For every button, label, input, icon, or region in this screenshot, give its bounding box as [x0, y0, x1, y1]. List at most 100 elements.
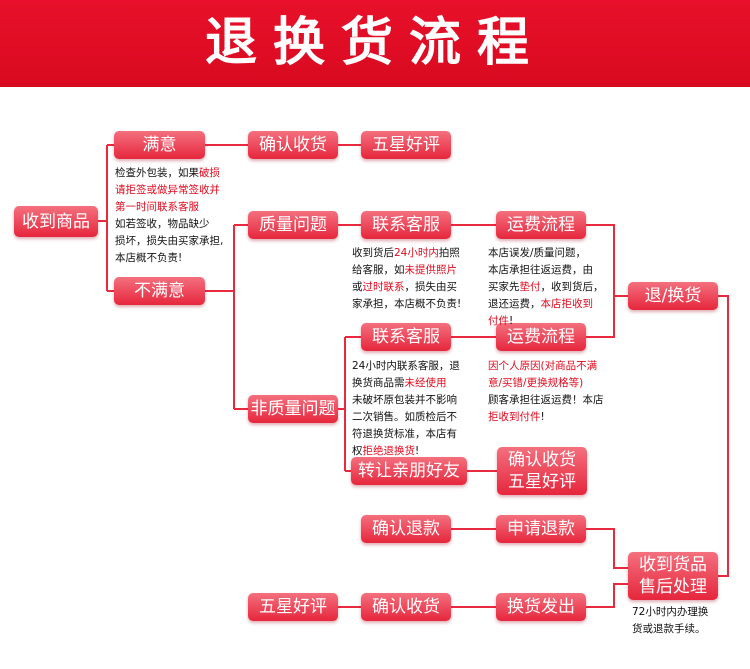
note-nonquality-shipping: 因个人原因(对商品不满意/买错/更换规格等)顾客承担往返运费！本店拒收到付件!	[488, 358, 613, 426]
note-text: !	[509, 315, 514, 327]
node-satisfied: 满意	[114, 131, 205, 159]
note-line: 因个人原因(对商品不满	[488, 358, 613, 375]
note-highlight: 意/买错/更换规格等)	[488, 377, 584, 389]
node-not-satisfied: 不满意	[114, 277, 205, 305]
note-text: 换货商品需	[352, 377, 405, 389]
connector-received-trunk	[98, 144, 114, 292]
note-highlight: 未提供照片	[404, 264, 458, 276]
note-text: !	[540, 411, 545, 423]
note-text: !	[415, 445, 420, 457]
note-text: 货或退款手续。	[632, 623, 706, 635]
note-text: 72小时内办理换	[632, 606, 709, 618]
note-text: 收到货后	[352, 247, 394, 259]
node-return-exchange: 退/换货	[628, 282, 718, 310]
note-text: 第一时间联系客服	[115, 201, 199, 213]
note-line: 退还运费，本店拒收到	[488, 296, 613, 313]
node-received: 收到商品	[14, 206, 98, 237]
header-banner	[0, 0, 750, 87]
note-text: 权	[352, 445, 363, 457]
note-text: 符退换货标准，本店有	[352, 428, 457, 440]
note-text: ，损失由买	[404, 281, 458, 293]
node-confirm-receipt-top: 确认收货	[248, 131, 338, 159]
note-highlight: 拒绝退换货	[362, 445, 416, 457]
note-line: 符退换货标准，本店有	[352, 426, 482, 443]
note-text: ，收到货后，	[540, 281, 604, 293]
note-text: 请拒签或做异常签收并	[115, 184, 220, 196]
node-five-star-top: 五星好评	[361, 131, 451, 159]
note-text: 或	[352, 281, 363, 293]
note-line: 货或退款手续。	[632, 621, 732, 638]
note-highlight: 付件	[488, 315, 509, 327]
note-line: 二次销售。如质检后不	[352, 409, 482, 426]
node-quality-issue: 质量问题	[248, 211, 338, 239]
node-after-sale: 收到货品 售后处理	[628, 552, 718, 600]
note-text: 拍照	[438, 247, 460, 259]
node-exchange-ship: 换货发出	[496, 593, 586, 621]
note-text: 买家先	[488, 281, 520, 293]
node-five-star-bottom: 五星好评	[248, 593, 338, 621]
note-line: 收到货后24小时内拍照	[352, 245, 482, 262]
node-confirm-receipt-star: 确认收货 五星好评	[497, 447, 587, 495]
note-text: 家承担，本店概不负责!	[352, 298, 462, 310]
node-contact-cs-1: 联系客服	[361, 211, 451, 239]
note-text: 24小时内联系客服，退	[352, 360, 460, 372]
connector-nonquality-trunk	[338, 336, 361, 472]
note-highlight: 未经使用	[404, 377, 447, 389]
note-line: 拒收到付件!	[488, 409, 613, 426]
note-after-sale: 72小时内办理换货或退款手续。	[632, 604, 732, 638]
note-line: 或过时联系，损失由买	[352, 279, 482, 296]
node-non-quality-issue: 非质量问题	[248, 395, 338, 423]
node-confirm-receipt-star-line2: 五星好评	[508, 472, 576, 492]
note-text: 损坏，损失由买家承担,	[115, 235, 224, 247]
note-text: 本店概不负责!	[115, 252, 183, 264]
connector-not-satisfied	[205, 224, 248, 410]
note-quality-cs: 收到货后24小时内拍照给客服，如未提供照片或过时联系，损失由买家承担，本店概不负…	[352, 245, 482, 313]
note-line: 本店误发/质量问题，	[488, 245, 613, 262]
note-highlight: 垫付	[519, 281, 541, 293]
node-contact-cs-2: 联系客服	[361, 323, 451, 351]
note-highlight: 过时联系	[362, 281, 405, 293]
node-after-sale-line1: 收到货品	[639, 555, 707, 575]
note-text: 二次销售。如质检后不	[352, 411, 457, 423]
note-highlight: 本店拒收到	[540, 298, 594, 310]
connector-nonquality-row	[451, 336, 497, 472]
note-line: 本店概不负责!	[115, 250, 235, 267]
note-line: 换货商品需未经使用	[352, 375, 482, 392]
note-text: 本店误发/质量问题，	[488, 247, 587, 259]
note-nonquality-cs: 24小时内联系客服，退换货商品需未经使用未破坏原包装并不影响二次销售。如质检后不…	[352, 358, 482, 460]
note-text: 如若签收，物品缺少	[115, 218, 210, 230]
node-shipping-process-1: 运费流程	[496, 211, 586, 239]
note-quality-shipping: 本店误发/质量问题， 本店承担往返运费，由买家先垫付，收到货后， 退还运费，本店拒收…	[488, 245, 613, 330]
note-inspect: 检查外包装，如果破损请拒签或做异常签收并第一时间联系客服如若签收，物品缺少损坏，…	[115, 165, 235, 267]
note-line: 给客服，如未提供照片	[352, 262, 482, 279]
node-shipping-process-2: 运费流程	[496, 323, 586, 351]
connector-shipping-to-return	[586, 224, 628, 338]
note-line: 检查外包装，如果破损	[115, 165, 235, 182]
node-apply-refund: 申请退款	[496, 515, 586, 543]
note-text: 退还运费，	[488, 298, 541, 310]
node-after-sale-line2: 售后处理	[639, 577, 707, 597]
note-text: 未破坏原包装并不影响	[352, 394, 457, 406]
note-highlight: 拒收到付件	[488, 411, 541, 423]
node-confirm-receipt-star-line1: 确认收货	[508, 450, 576, 470]
note-line: 请拒签或做异常签收并	[115, 182, 235, 199]
note-line: 未破坏原包装并不影响	[352, 392, 482, 409]
note-text: 本店承担往返运费，由	[488, 264, 593, 276]
note-line: 第一时间联系客服	[115, 199, 235, 216]
note-line: 顾客承担往返运费！本店	[488, 392, 613, 409]
node-confirm-refund: 确认退款	[361, 515, 451, 543]
node-confirm-receipt-bottom: 确认收货	[361, 593, 451, 621]
note-line: 损坏，损失由买家承担,	[115, 233, 235, 250]
note-line: 如若签收，物品缺少	[115, 216, 235, 233]
connector-return-to-aftersale	[718, 295, 729, 577]
connector-aftersale-branches	[586, 528, 628, 608]
note-line: 家承担，本店概不负责!	[352, 296, 482, 313]
note-text: 给客服，如	[352, 264, 405, 276]
note-line: 付件!	[488, 313, 613, 330]
note-line: 24小时内联系客服，退	[352, 358, 482, 375]
page-title: 退换货流程	[204, 13, 545, 73]
note-highlight: 24小时内	[394, 247, 439, 259]
note-line: 本店承担往返运费，由	[488, 262, 613, 279]
note-text: 顾客承担往返运费！本店	[488, 394, 604, 406]
